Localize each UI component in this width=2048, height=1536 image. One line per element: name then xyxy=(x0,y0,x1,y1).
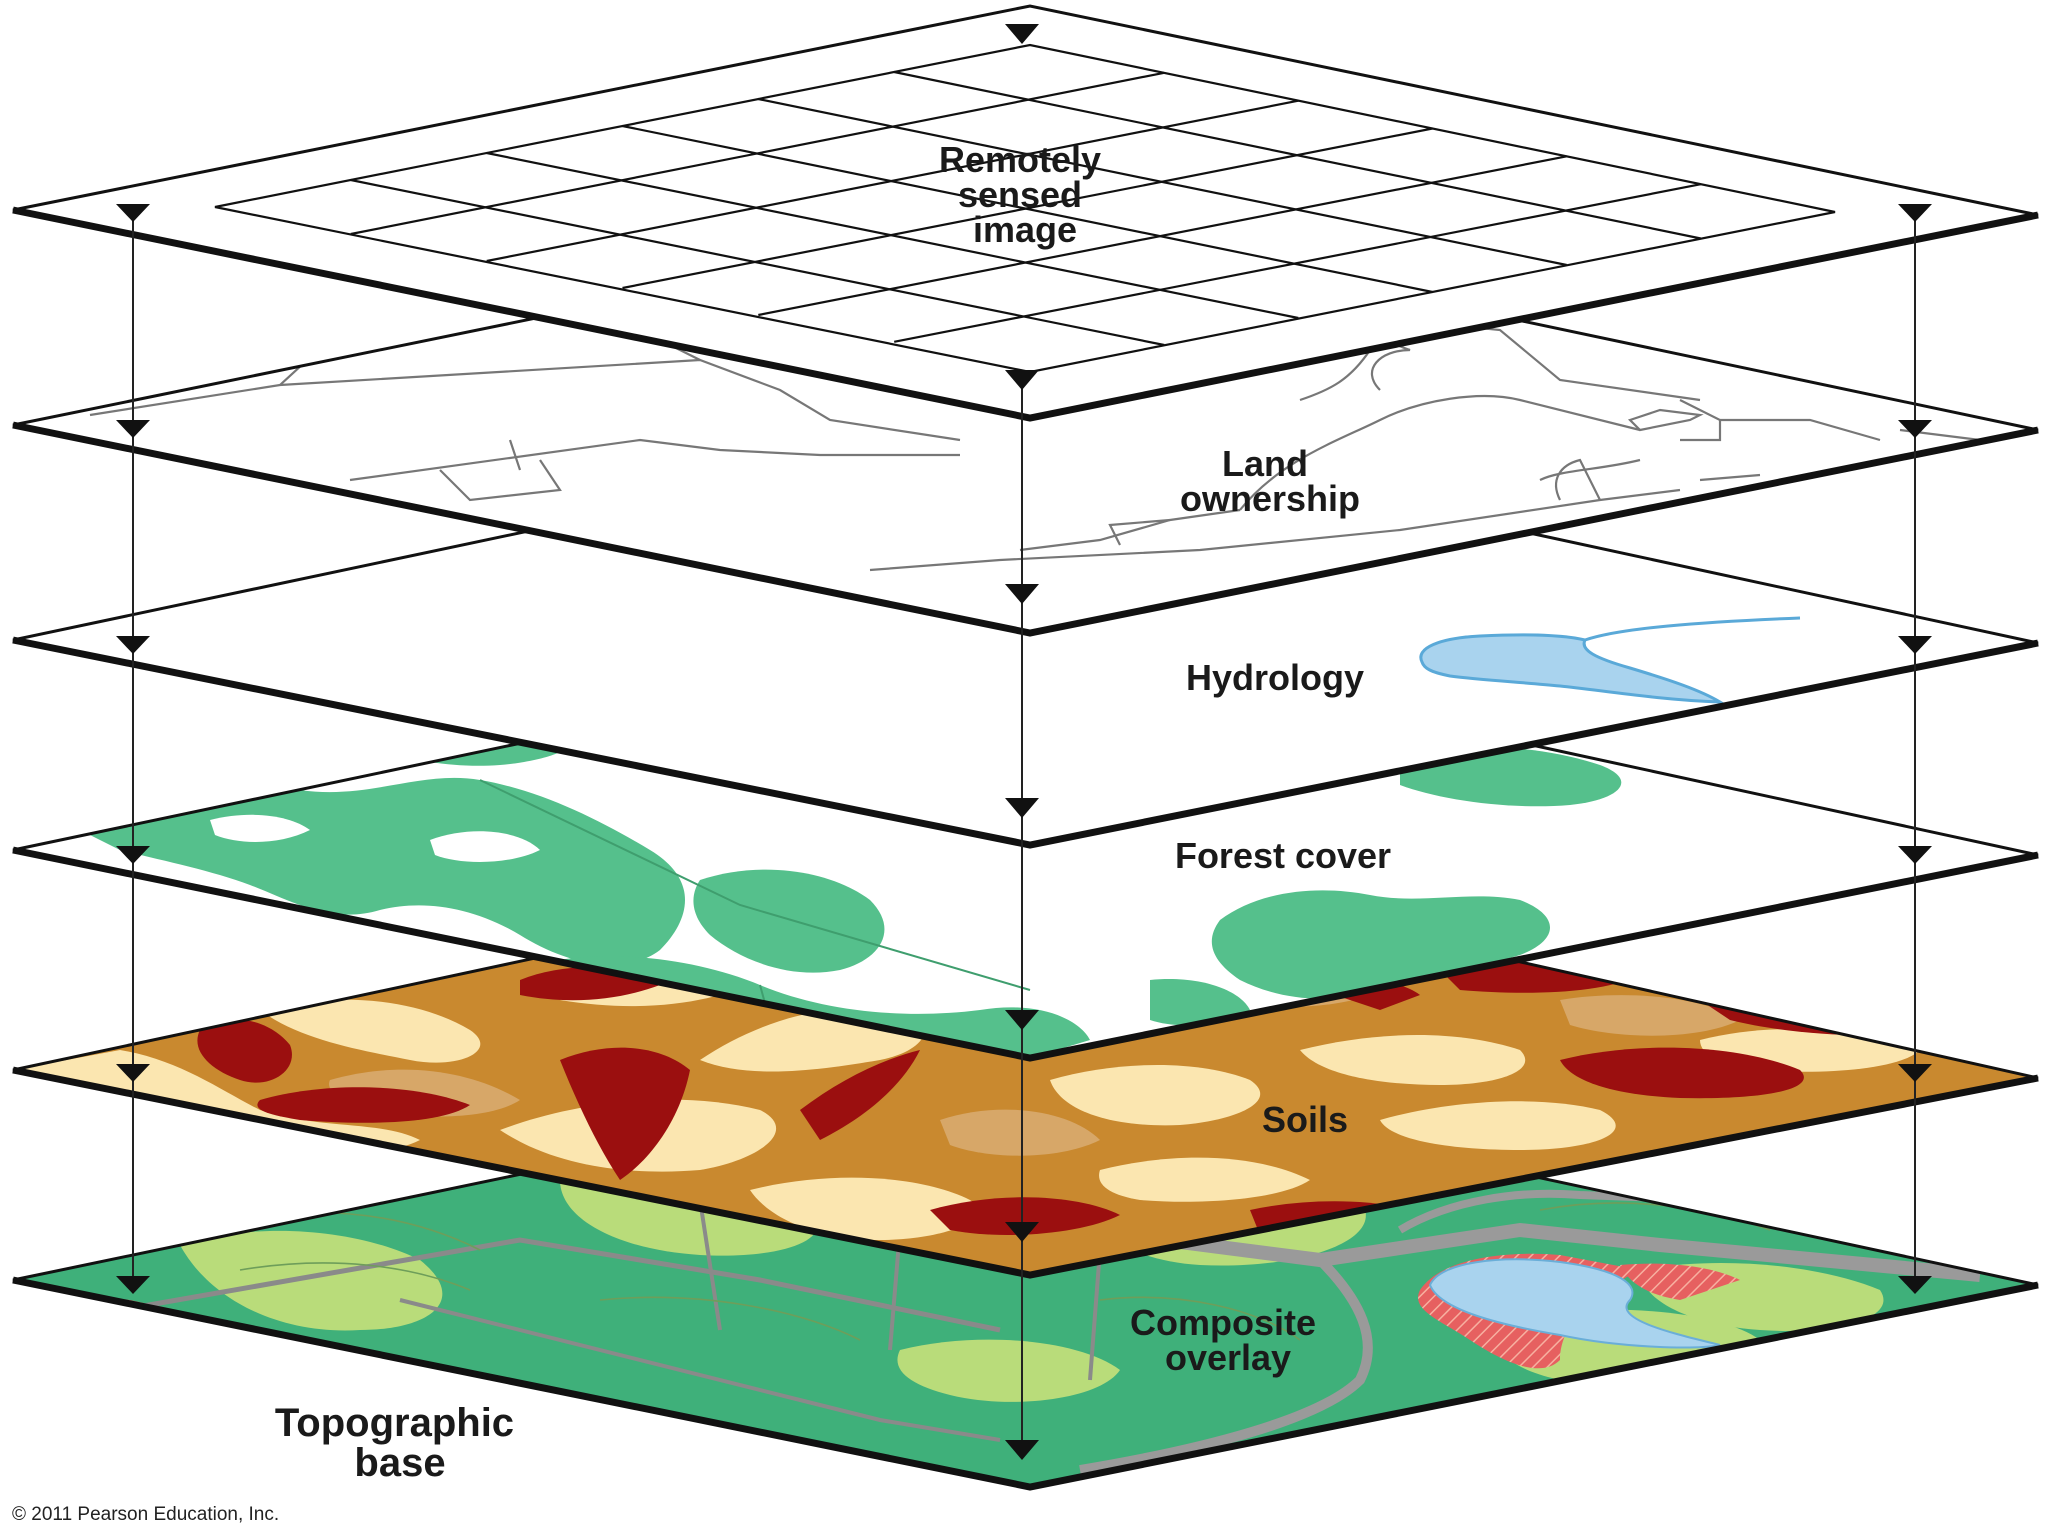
hydrology-map-fill xyxy=(1419,616,1801,704)
layer-labels: Remotely sensed image Land ownership Hyd… xyxy=(12,139,1391,1525)
label-remotely-sensed-image: Remotely sensed image xyxy=(939,139,1111,250)
projection-lines xyxy=(132,210,1916,1452)
label-soils: Soils xyxy=(1262,1099,1348,1140)
label-composite-overlay: Composite overlay xyxy=(1130,1302,1326,1378)
label-forest-cover: Forest cover xyxy=(1175,835,1391,876)
arrow-markers xyxy=(116,24,1932,1460)
copyright-notice: © 2011 Pearson Education, Inc. xyxy=(12,1504,279,1525)
layer-remotely-sensed-image xyxy=(12,4,2039,422)
label-topographic-base: Topographic base xyxy=(275,1401,525,1485)
label-land-ownership: Land ownership xyxy=(1180,443,1360,519)
label-hydrology: Hydrology xyxy=(1186,657,1364,698)
layer-soils xyxy=(12,850,2039,1279)
sensed-image-grid xyxy=(214,43,1836,374)
